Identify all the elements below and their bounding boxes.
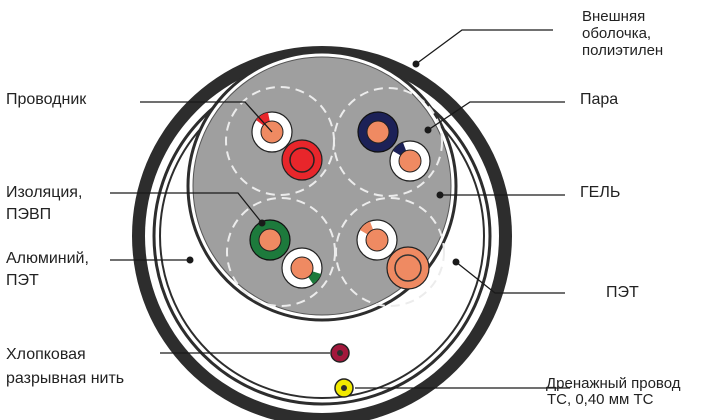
label-cotton-thread: Хлопковая разрывная нить (6, 343, 124, 391)
label-aluminium: Алюминий, ПЭТ (6, 248, 89, 292)
leader-dots (186, 60, 460, 266)
label-cotton-thread-line2: разрывная нить (6, 370, 125, 387)
label-outer-sheath-line2: оболочка, (582, 25, 652, 42)
label-cotton-thread-line1: Хлопковая (6, 346, 86, 363)
label-gel: ГЕЛЬ (580, 184, 621, 201)
cotton-rip-cord-center (337, 350, 343, 356)
label-pair: Пара (580, 91, 619, 108)
leader-dot-insulation (258, 219, 266, 227)
label-conductor: Проводник (6, 91, 87, 108)
wire-red-conductor (289, 147, 315, 173)
label-outer-sheath-line3: полиэтилен (582, 42, 664, 59)
leader-dot-outer-sheath (412, 60, 420, 68)
wire-blue-white-conductor (398, 149, 422, 173)
label-aluminium-line2: ПЭТ (6, 272, 39, 289)
label-drain-wire-line1: Дренажный провод (546, 375, 681, 392)
pair-boundaries (225, 86, 445, 307)
label-pet: ПЭТ (606, 284, 639, 301)
leader-pet (455, 261, 565, 294)
leader-dot-aluminium (186, 256, 194, 264)
label-insulation: Изоляция, ПЭВП (6, 182, 82, 226)
label-outer-sheath-line1: Внешняя (582, 8, 646, 25)
leader-outer-sheath (415, 29, 553, 65)
label-aluminium-line1: Алюминий, (6, 250, 89, 267)
label-insulation-line2: ПЭВП (6, 206, 52, 223)
pair-boundary-top-right (333, 87, 443, 197)
wire-green-white-conductor (290, 256, 314, 280)
leader-dot-gel (436, 191, 444, 199)
wire-green-conductor (258, 228, 282, 252)
leader-pair (427, 101, 565, 131)
leader-dot-pair (424, 126, 432, 134)
leader-dot-pet (452, 258, 460, 266)
label-drain-wire: Дренажный провод ТС, 0,40 мм ТС (546, 376, 681, 408)
wire-orange-white-conductor (365, 228, 389, 252)
label-drain-wire-line2: ТС, 0,40 мм ТС (547, 391, 654, 408)
wire-blue-conductor (366, 120, 390, 144)
pair-green (249, 219, 323, 289)
leader-conductor (140, 101, 273, 133)
drain-wire-center (341, 385, 347, 391)
label-insulation-line1: Изоляция, (6, 184, 83, 201)
pair-boundary-bottom-right (335, 197, 445, 307)
leader-lines (110, 29, 570, 389)
pair-orange (356, 219, 430, 290)
label-outer-sheath: Внешняя оболочка, полиэтилен (582, 8, 663, 59)
leader-insulation (110, 192, 263, 224)
wire-orange-conductor (394, 254, 422, 282)
pair-blue (357, 111, 431, 182)
